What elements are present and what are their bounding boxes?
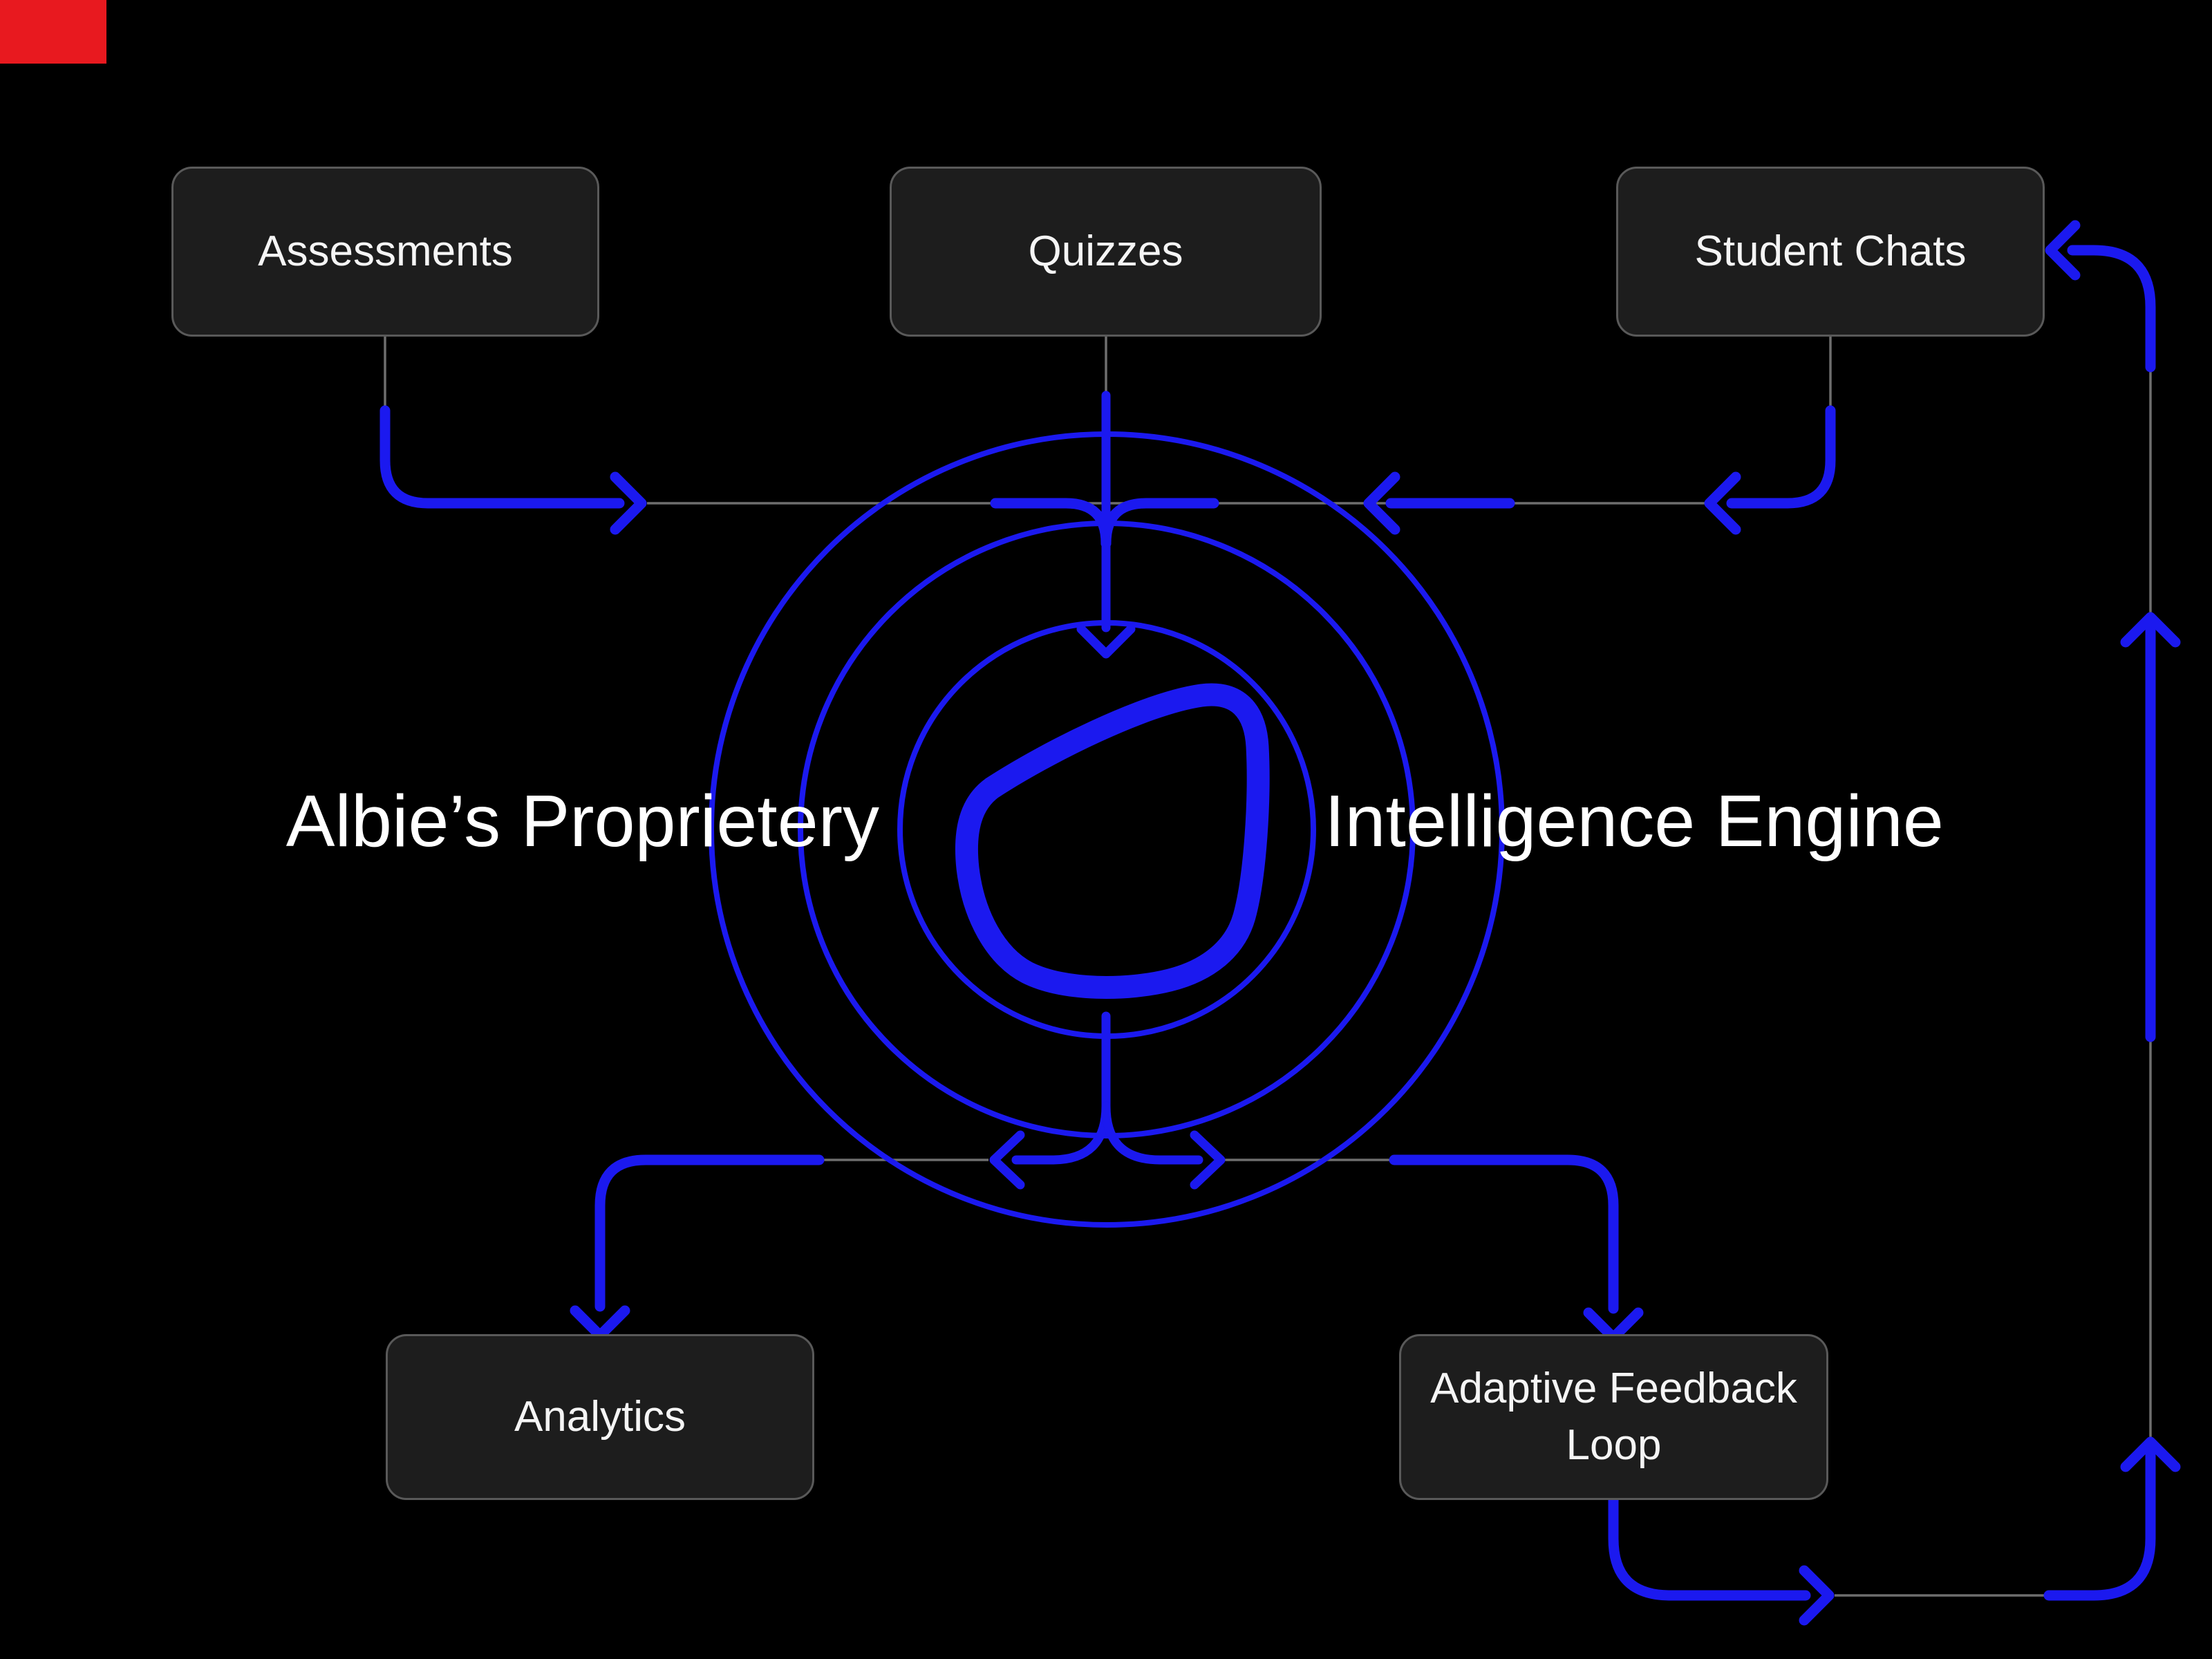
loop-return-line [2067,245,2156,373]
assessments-connector-line [379,405,625,509]
node-quizzes-label: Quizzes [1028,227,1183,276]
adaptive-connector-line [1389,1154,1619,1314]
adaptive-label-line1: Adaptive Feedback [1430,1365,1797,1413]
right-mid-arrowhead [1363,471,1400,535]
node-student-chats: Student Chats [1616,167,2045,337]
loop-return-arrowhead [2045,220,2081,281]
student-chats-connector-line [1726,405,1836,509]
engine-title-left: Albie’s Proprietery [285,780,879,862]
node-adaptive-feedback-loop-label: Adaptive Feedback Loop [1430,1360,1797,1474]
center-down-arrowhead [1076,624,1136,659]
analytics-arrowhead [570,1305,630,1341]
node-student-chats-label: Student Chats [1694,227,1967,276]
node-assessments-label: Assessments [258,227,513,276]
loop-bottom-line [1608,1484,1811,1601]
node-assessments: Assessments [171,167,599,337]
adaptive-label-line2: Loop [1566,1421,1662,1469]
split-right-arrowhead [1190,1130,1226,1190]
engine-core-icon [955,683,1270,999]
engine-title-right: Intelligence Engine [1324,780,1944,862]
node-quizzes: Quizzes [890,167,1322,337]
student-chats-arrowhead [1704,471,1741,535]
analytics-connector-line [594,1154,825,1312]
node-adaptive-feedback-loop: Adaptive Feedback Loop [1399,1334,1828,1500]
node-analytics: Analytics [386,1334,814,1500]
loop-rise-line [2043,1443,2156,1601]
loop-right-mid-arrowhead [2120,612,2181,648]
split-right-curve [1101,1101,1203,1165]
corner-marker [0,0,106,64]
loop-rise-arrowhead [2120,1436,2181,1472]
loop-bottom-arrowhead [1799,1565,1835,1626]
node-analytics-label: Analytics [514,1393,686,1441]
split-left-arrowhead [989,1130,1025,1190]
assessments-arrowhead [610,471,647,535]
